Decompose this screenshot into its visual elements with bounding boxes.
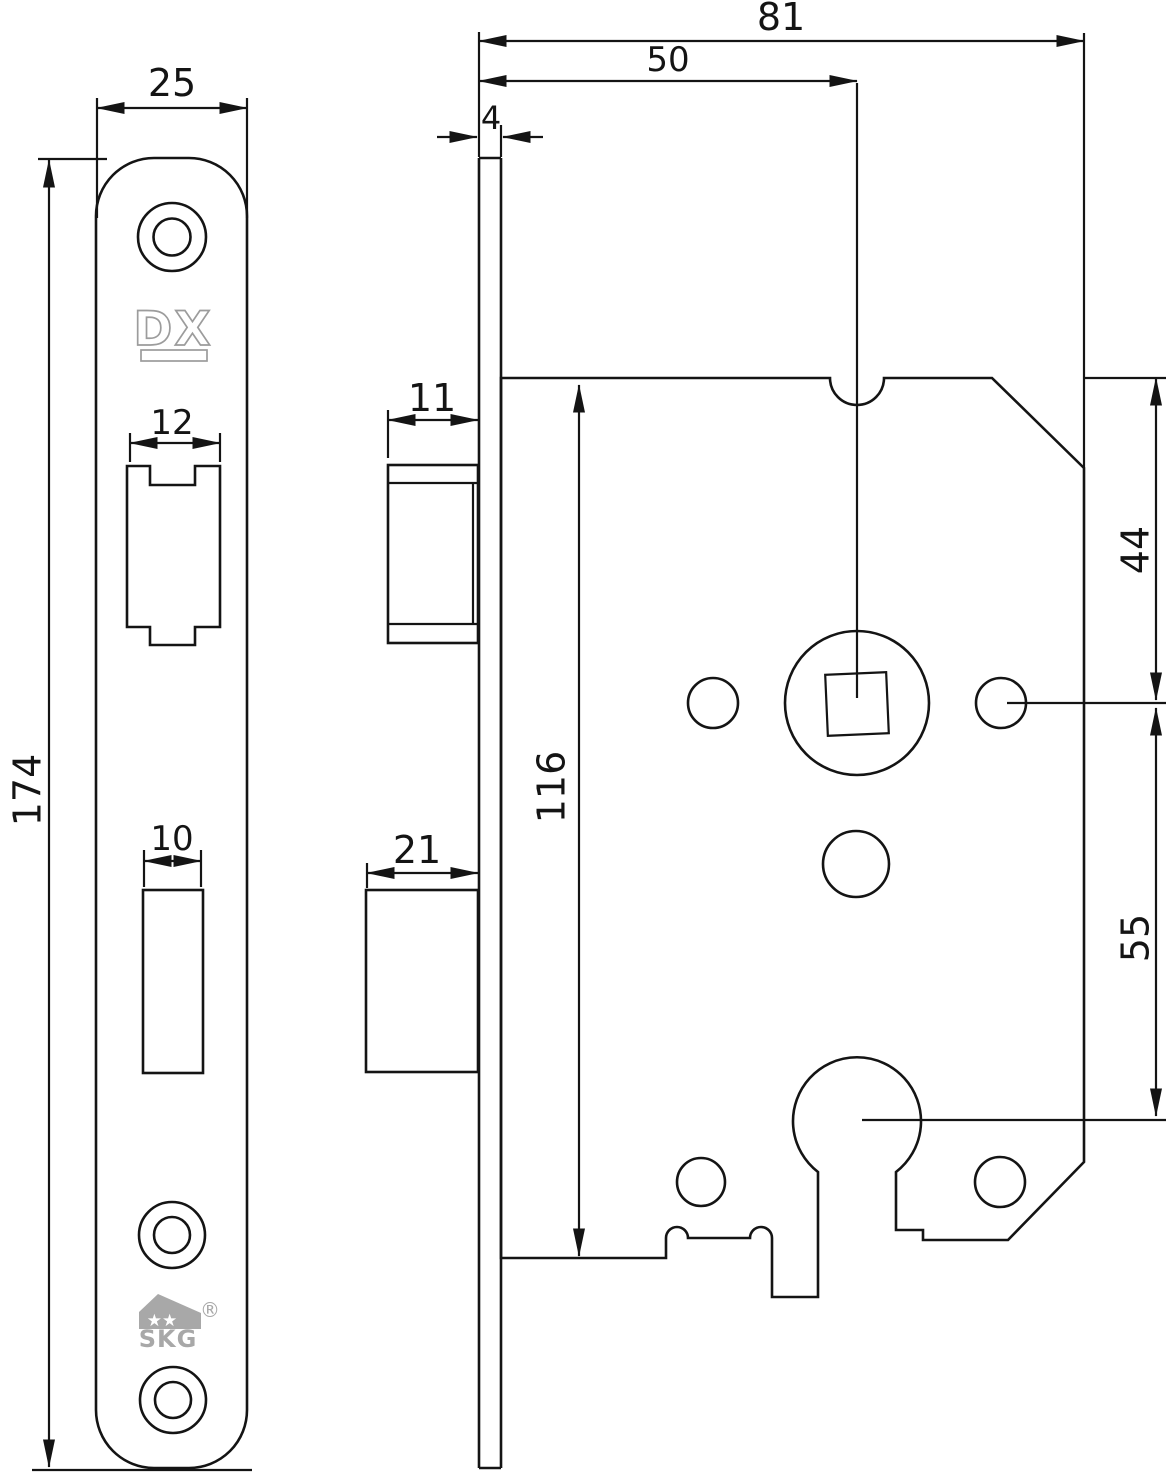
dim-55-label: 55 [1113, 914, 1157, 962]
fixing-hole-bottom-right [973, 1155, 1027, 1209]
latch-cutout [125, 464, 222, 647]
dim-10-label: 10 [150, 819, 193, 859]
skg-text: SKG [139, 1325, 198, 1353]
dx-logo-underline [140, 349, 208, 362]
dim-plate-height: 174 [5, 157, 252, 1472]
skg-stars: ★★ [147, 1311, 177, 1331]
dim-44-label: 44 [1113, 526, 1157, 574]
dim-latch-width: 11 [386, 376, 479, 458]
dim-backset: 50 [478, 40, 858, 88]
latch-bolt-side [386, 463, 480, 645]
skg-logo: ★★ ® SKG [139, 1294, 220, 1353]
dim-116-label: 116 [529, 751, 573, 824]
fixing-hole-left [686, 676, 740, 730]
dim-bolt-width: 21 [365, 828, 479, 888]
screw-hole-bottom-outer [138, 1365, 208, 1435]
screw-hole-top-outer [136, 201, 208, 273]
dim-latch-cutout: 12 [128, 403, 222, 462]
registered-mark: ® [200, 1298, 220, 1322]
edge-view: 4 11 21 [364, 99, 543, 1470]
screw-hole-bottom-inner [153, 1380, 193, 1420]
deadbolt-side [364, 888, 480, 1074]
center-hole [821, 829, 891, 899]
skg-house-icon [139, 1294, 201, 1329]
screw-hole-mid-outer [137, 1200, 207, 1270]
fixing-hole-bottom-left [675, 1156, 727, 1208]
dim-case-width: 81 [477, 0, 1086, 468]
dim-plate-width: 25 [95, 61, 249, 218]
dim-50-label: 50 [646, 40, 689, 80]
dim-plate-thickness: 4 [437, 99, 543, 157]
spindle-square-hole [824, 671, 890, 737]
screw-hole-mid-inner [152, 1215, 192, 1255]
dim-12-label: 12 [150, 403, 193, 443]
dx-logo: DX [133, 301, 212, 362]
faceplate-outline [94, 156, 249, 1470]
dim-11-label: 11 [408, 376, 456, 420]
deadbolt-cutout [141, 888, 205, 1075]
lock-case-view: 81 50 116 44 55 [477, 0, 1166, 1299]
front-plate-view: DX ★★ ® SKG 25 174 [5, 61, 252, 1472]
dim-case-height: 116 [529, 384, 586, 1257]
dim-spindle-to-cylinder: 55 [1113, 707, 1163, 1117]
dim-25-label: 25 [148, 61, 196, 105]
dx-logo-text: DX [133, 302, 212, 357]
dim-81-label: 81 [757, 0, 805, 39]
dim-bolt-cutout: 10 [142, 819, 203, 887]
dim-top-to-spindle: 44 [1113, 377, 1163, 701]
dim-174-label: 174 [5, 754, 49, 827]
dim-21-label: 21 [393, 828, 441, 872]
lock-case-outline [499, 376, 1086, 1299]
screw-hole-top-inner [152, 217, 192, 257]
dim-4-label: 4 [481, 99, 501, 137]
